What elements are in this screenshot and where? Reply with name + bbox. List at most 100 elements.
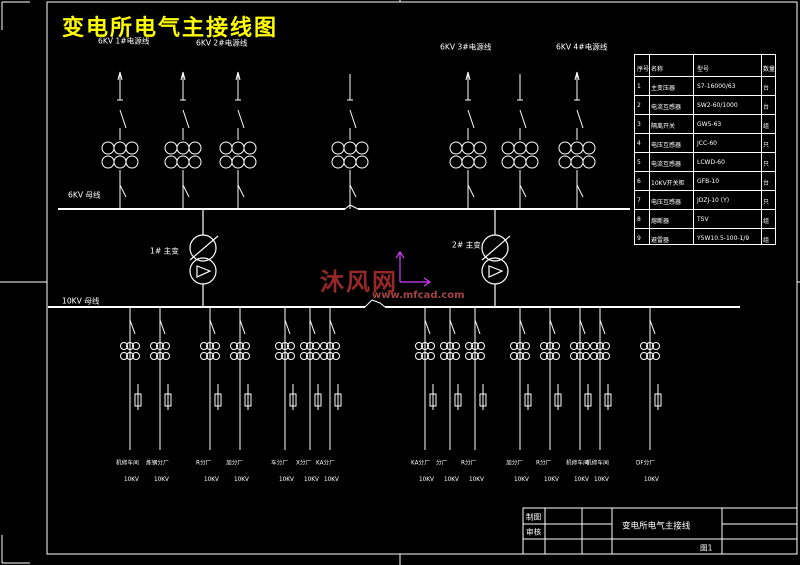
transformer-2-label: 2# 主变 — [452, 240, 481, 250]
table-cell: 2 — [637, 102, 641, 109]
table-cell: 台 — [763, 104, 770, 111]
lightning-arrow-icon — [117, 71, 123, 81]
table-cell: 3 — [637, 121, 641, 128]
feeder-voltage: 10KV — [124, 476, 139, 483]
feeder-name: 加分厂 — [506, 459, 524, 467]
table-cell: 4 — [637, 140, 641, 147]
table-cell: 隔离开关 — [651, 123, 676, 130]
table-cell: 电流互感器 — [651, 104, 682, 111]
feeder-voltage: 10KV — [419, 476, 434, 483]
feeder-circuit-2 — [150, 307, 172, 450]
feeder-name: KA分厂 — [411, 459, 430, 467]
table-cell: 组 — [763, 237, 770, 244]
incoming-line-4-label: 6KV 4#电源线 — [556, 42, 608, 52]
watermark-logo: 沐风网 — [320, 268, 398, 296]
feeder-circuit-5 — [275, 307, 297, 450]
feeder-circuit-13 — [570, 307, 592, 450]
feeder-name: 机修车间 — [586, 459, 609, 467]
checked-by-label: 审核 — [526, 527, 542, 537]
feeder-circuit-3 — [200, 307, 222, 450]
table-cell: 1 — [637, 83, 641, 90]
feeder-circuit-9 — [440, 307, 462, 450]
hv-bus-label: 6KV 母线 — [68, 190, 101, 200]
table-cell: JCC-60 — [697, 140, 717, 147]
feeder-lines — [120, 307, 662, 450]
sheet-number: 图1 — [700, 543, 713, 553]
feeder-voltage: 10KV — [594, 476, 609, 483]
table-column-rule — [649, 55, 650, 244]
drawn-by-label: 制图 — [526, 512, 542, 522]
feeder-name: 加分厂 — [226, 459, 244, 467]
incoming-feeder-4 — [331, 74, 369, 209]
feeder-circuit-11 — [510, 307, 532, 450]
table-cell: SW2-60/1000 — [697, 102, 738, 109]
table-rule — [635, 133, 775, 134]
incoming-feeder-5 — [449, 74, 487, 209]
incoming-feeder-1 — [101, 74, 139, 209]
table-cell: 组 — [763, 218, 770, 225]
feeder-voltage: 10KV — [644, 476, 659, 483]
table-cell: 台 — [763, 180, 770, 187]
transformer-1-label: 1# 主变 — [150, 246, 179, 256]
feeder-name: DF分厂 — [636, 459, 656, 467]
table-rule — [635, 152, 775, 153]
incoming-feeder-7 — [558, 74, 596, 209]
feeder-circuit-4 — [230, 307, 252, 450]
table-rule — [635, 95, 775, 96]
table-column-rule — [693, 55, 694, 244]
table-cell: Y5W10.5-100-1/9 — [697, 235, 750, 242]
feeder-circuit-10 — [465, 307, 487, 450]
table-cell: 台 — [763, 85, 770, 92]
incoming-line-2-label: 6KV 2#电源线 — [196, 38, 248, 48]
feeder-voltage: 10KV — [514, 476, 529, 483]
table-cell: 只 — [763, 161, 770, 168]
incoming-line-1-label: 6KV 1#电源线 — [98, 36, 150, 46]
feeder-voltage: 10KV — [444, 476, 459, 483]
incoming-feeder-3 — [219, 74, 257, 209]
feeder-voltage: 10KV — [324, 476, 339, 483]
feeder-name: KA分厂 — [316, 459, 335, 467]
table-cell: 7 — [637, 197, 641, 204]
table-cell: GFB-10 — [697, 178, 720, 185]
table-cell: 6 — [637, 178, 641, 185]
table-cell: 只 — [763, 199, 770, 206]
watermark-url: www.mfcad.com — [372, 290, 465, 301]
incoming-feeder-2 — [164, 74, 202, 209]
feeder-voltage: 10KV — [544, 476, 559, 483]
transformer-2 — [481, 209, 511, 307]
table-cell: LCWD-60 — [697, 159, 725, 166]
watermark: 沐风网 www.mfcad.com — [320, 262, 465, 301]
table-cell: 电压互感器 — [651, 199, 682, 206]
table-rule — [635, 171, 775, 172]
feeder-name: R分厂 — [461, 459, 477, 467]
table-header-cell: 名称 — [651, 66, 664, 73]
feeder-circuit-1 — [120, 307, 142, 450]
table-cell: 8 — [637, 216, 641, 223]
incoming-feeder-6 — [501, 74, 539, 209]
feeder-voltage: 10KV — [204, 476, 219, 483]
incoming-line-3-label: 6KV 3#电源线 — [440, 42, 492, 52]
table-header-cell: 型号 — [697, 66, 710, 73]
feeder-name: R分厂 — [196, 459, 212, 467]
table-header-cell: 序号 — [637, 66, 650, 73]
feeder-name: 炼钢分厂 — [146, 459, 169, 467]
table-cell: 5 — [637, 159, 641, 166]
feeder-circuit-6 — [300, 307, 322, 450]
transformer-1 — [189, 209, 219, 307]
feeder-circuit-12 — [540, 307, 562, 450]
feeder-name: 机修车间 — [116, 459, 139, 467]
feeder-voltage: 10KV — [469, 476, 484, 483]
lightning-arrow-icon — [574, 71, 580, 81]
table-header-cell: 数量 — [763, 66, 776, 73]
table-cell: 熔断器 — [651, 218, 670, 225]
lightning-arrow-icon — [180, 71, 186, 81]
lightning-arrow-icon — [235, 71, 241, 81]
table-cell: 电流互感器 — [651, 161, 682, 168]
cursor-marker — [395, 250, 432, 287]
feeder-circuit-14 — [590, 307, 612, 450]
feeder-name: 机修车间 — [566, 459, 589, 467]
table-rule — [635, 190, 775, 191]
